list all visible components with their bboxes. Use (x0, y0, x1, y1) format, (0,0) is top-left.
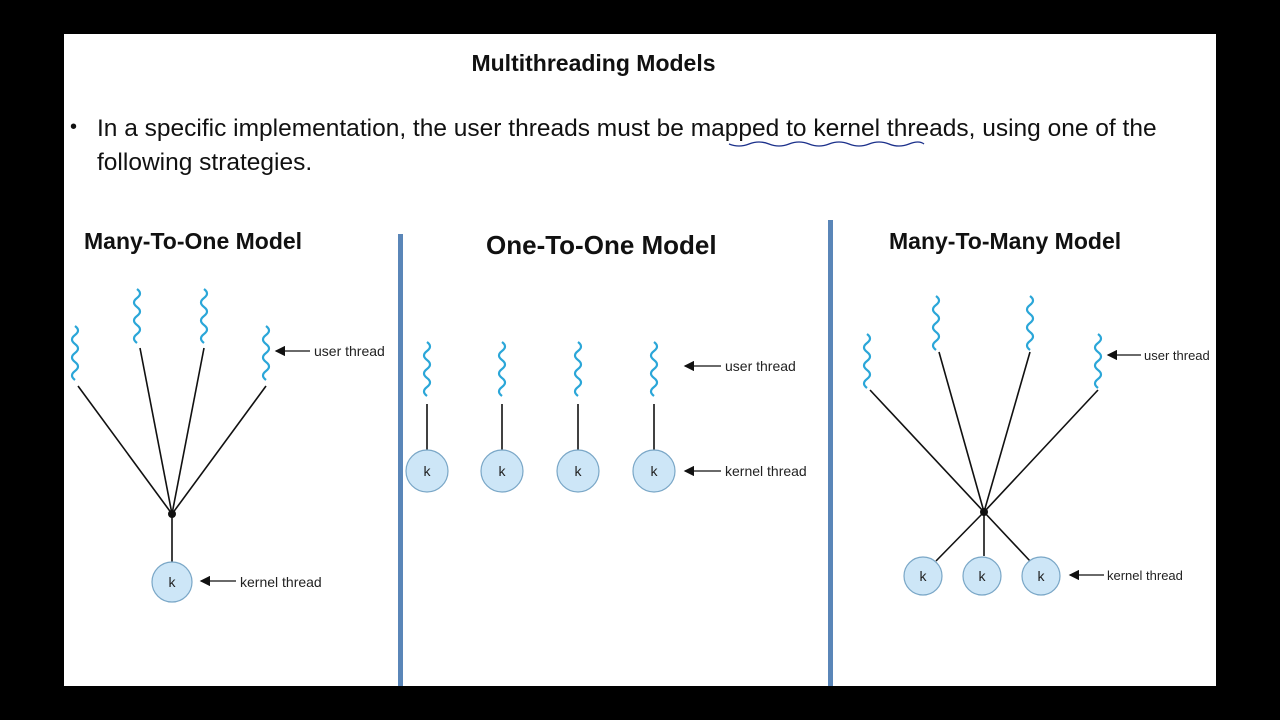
mm-kernel-thread-label: kernel thread (1107, 568, 1183, 583)
m1-user-thread-icon-1 (70, 324, 80, 382)
m1-user-thread-icon-4 (261, 324, 271, 382)
slide-title: Multithreading Models (471, 50, 716, 76)
divider-left (398, 234, 403, 686)
m1-line-4 (171, 385, 267, 515)
m1-kernel-circle (151, 561, 193, 603)
mm-user-thread-icon-4 (1093, 332, 1103, 390)
mm-kernel-symbol-3: k (1038, 568, 1046, 584)
o1-kernel-thread-label: kernel thread (725, 463, 807, 479)
mm-line-user-1 (869, 389, 985, 513)
o1-kernel-symbol-1: k (424, 463, 432, 479)
many-to-many-title: Many-To-Many Model (889, 228, 1122, 254)
many-to-one-title: Many-To-One Model (84, 228, 303, 254)
bullet-marker: • (70, 116, 78, 138)
mm-kernel-symbol-2: k (979, 568, 987, 584)
bullet-text-before: In a specific implementation, the user t… (97, 115, 691, 142)
mm-line-user-2 (938, 351, 985, 513)
one-to-one-diagram: k k k k user thread kernel thread (405, 340, 807, 493)
mm-junction (980, 508, 988, 516)
m1-kernel-thread-label: kernel thread (240, 574, 322, 590)
o1-kernel-circle-1 (405, 449, 449, 493)
mm-user-thread-icon-3 (1025, 294, 1035, 352)
bullet-text: In a specific implementation, the user t… (97, 112, 1192, 180)
o1-user-thread-icon-1 (422, 340, 432, 398)
o1-kernel-circle-4 (632, 449, 676, 493)
m1-user-thread-icon-2 (132, 287, 142, 345)
mm-line-user-3 (983, 351, 1031, 513)
o1-user-thread-label: user thread (725, 358, 796, 374)
m1-line-1 (77, 385, 173, 515)
models-diagram: k user thread kernel thread k k k k u (70, 141, 1210, 603)
o1-user-thread-icon-2 (497, 340, 507, 398)
slide: Multithreading Models • In a specific im… (64, 34, 1216, 686)
o1-kernel-symbol-4: k (651, 463, 659, 479)
m1-junction (168, 510, 176, 518)
mm-user-thread-icon-1 (862, 332, 872, 390)
mm-line-kernel-1 (935, 511, 985, 562)
o1-kernel-symbol-3: k (575, 463, 583, 479)
mm-line-kernel-3 (983, 511, 1031, 562)
mm-user-thread-label: user thread (1144, 348, 1210, 363)
mm-kernel-circle-2 (962, 556, 1002, 596)
o1-user-thread-icon-4 (649, 340, 659, 398)
mm-user-thread-icon-2 (931, 294, 941, 352)
m1-line-2 (139, 347, 173, 515)
mm-kernel-circle-3 (1021, 556, 1061, 596)
mm-kernel-symbol-1: k (920, 568, 928, 584)
divider-right (828, 220, 833, 686)
one-to-one-title: One-To-One Model (486, 230, 717, 260)
bullet-text-highlight: mapped to kernel (690, 115, 881, 142)
m1-user-thread-icon-3 (199, 287, 209, 345)
o1-kernel-circle-2 (480, 449, 524, 493)
o1-kernel-symbol-2: k (499, 463, 507, 479)
many-to-many-diagram: k k k user thread kernel thread (862, 294, 1210, 596)
mm-kernel-circle-1 (903, 556, 943, 596)
m1-line-3 (171, 347, 205, 515)
annotation-underline (728, 141, 925, 147)
m1-kernel-symbol: k (169, 574, 177, 590)
o1-kernel-circle-3 (556, 449, 600, 493)
mm-line-user-4 (983, 389, 1099, 513)
many-to-one-diagram: k user thread kernel thread (70, 287, 385, 603)
m1-user-thread-label: user thread (314, 343, 385, 359)
o1-user-thread-icon-3 (573, 340, 583, 398)
bullet-text-after: threads, using one of the following stra… (97, 115, 1157, 176)
